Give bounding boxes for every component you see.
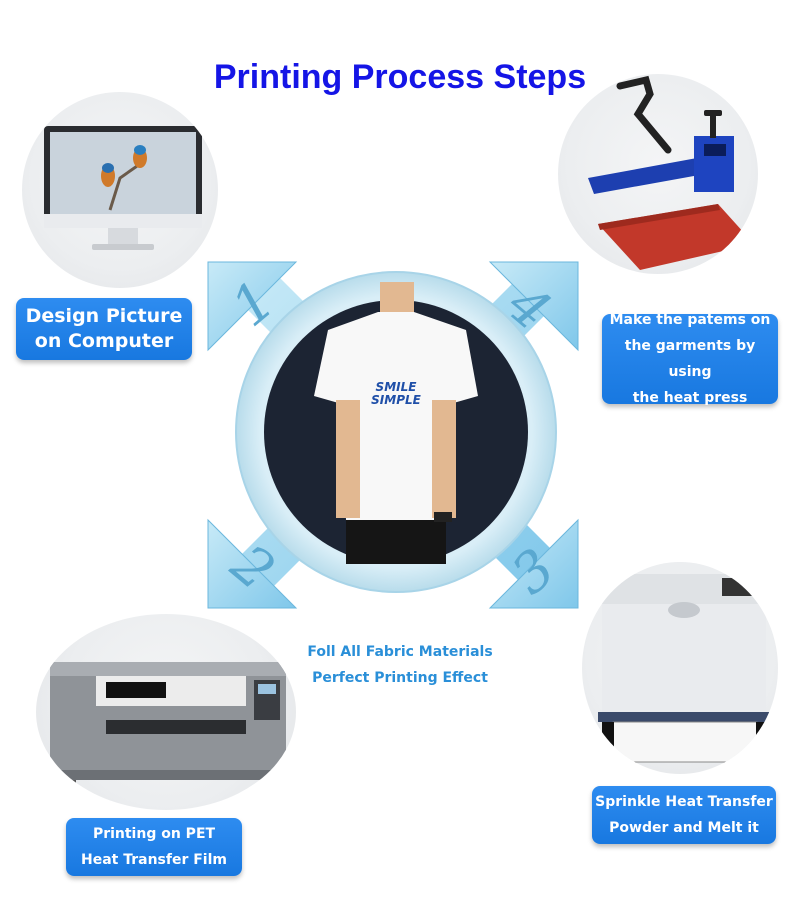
powder-shaker-oven-icon [598, 574, 772, 766]
step-2-image-disc [36, 614, 296, 810]
step-3-label-line-2: Powder and Melt it [609, 820, 759, 836]
diagram-title: Printing Process Steps [213, 58, 587, 96]
step-1-label-line-2: on Computer [34, 330, 174, 352]
dtf-printer-icon [50, 662, 286, 798]
heat-press-icon [588, 75, 754, 270]
arrow-head-step-1 [207, 261, 298, 352]
step-2-label: Printing on PET Heat Transfer Film [66, 818, 242, 876]
step-4-label: Make the patems on the garments by using… [602, 312, 778, 406]
arrow-head-step-3 [488, 518, 579, 609]
step-1-image-disc [22, 92, 218, 288]
arrow-head-step-2 [207, 518, 298, 609]
shirt-print-line-1: SMILE [375, 380, 417, 394]
t-shirt-model-graphic [314, 282, 478, 564]
step-2-label-line-2: Heat Transfer Film [80, 852, 227, 868]
step-4-label-line-2: the garments by using [624, 338, 756, 380]
step-3-image-disc [582, 562, 778, 774]
step-3-label-line-1: Sprinkle Heat Transfer [595, 794, 773, 810]
tagline-line-1: Foll All Fabric Materials [307, 644, 493, 660]
step-1-label-line-1: Design Picture [25, 305, 183, 327]
step-3-label: Sprinkle Heat Transfer Powder and Melt i… [592, 786, 776, 844]
step-4-label-line-1: Make the patems on [609, 312, 771, 328]
step-4-image-disc [558, 74, 758, 274]
step-1-label: Design Picture on Computer [16, 298, 192, 360]
step-4-label-line-3: the heat press [632, 390, 748, 406]
tagline-line-2: Perfect Printing Effect [312, 670, 488, 686]
computer-monitor-icon [44, 126, 202, 250]
arrow-head-step-4 [488, 261, 579, 352]
shirt-print-line-2: SIMPLE [371, 393, 421, 407]
step-2-label-line-1: Printing on PET [92, 826, 216, 842]
